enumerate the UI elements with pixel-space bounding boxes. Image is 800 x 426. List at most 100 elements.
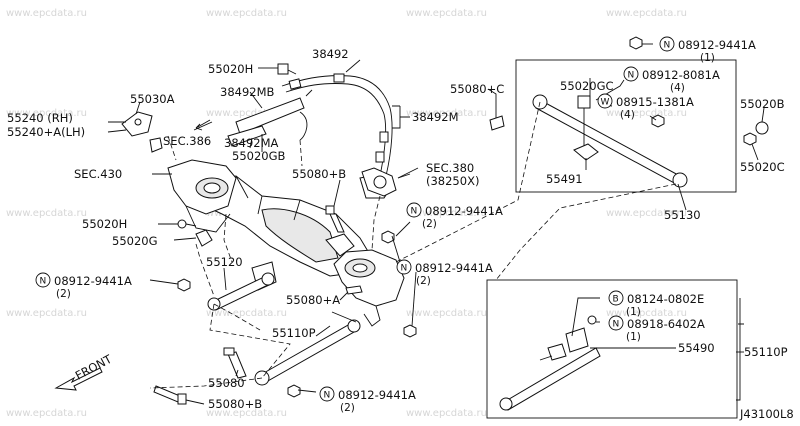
watermark: www.epcdata.ru bbox=[406, 408, 487, 419]
label-55130: 55130 bbox=[664, 208, 701, 222]
watermark: www.epcdata.ru bbox=[606, 108, 687, 119]
callout-part: 08912-9441A bbox=[338, 388, 416, 402]
watermark: www.epcdata.ru bbox=[6, 108, 87, 119]
callout-qty: (2) bbox=[340, 402, 355, 414]
label-sec430: SEC.430 bbox=[74, 167, 122, 181]
front-arrow: FRONT bbox=[54, 351, 115, 391]
callout-part: 08918-6402A bbox=[627, 317, 705, 331]
label-55020g: 55020G bbox=[112, 234, 158, 248]
differential-bracket bbox=[361, 167, 411, 197]
watermark: www.epcdata.ru bbox=[606, 308, 687, 319]
label-55080: 55080 bbox=[208, 376, 245, 390]
label-55020c: 55020C bbox=[740, 160, 785, 174]
phantom-lines bbox=[149, 101, 677, 389]
callout-part: 08912-8081A bbox=[642, 68, 720, 82]
watermark: www.epcdata.ru bbox=[206, 8, 287, 19]
callout-qty: (2) bbox=[416, 275, 431, 287]
nut bbox=[403, 324, 417, 338]
label-55080b-bottom: 55080+B bbox=[208, 397, 262, 411]
front-label: FRONT bbox=[73, 351, 115, 382]
nut bbox=[287, 384, 301, 398]
watermark: www.epcdata.ru bbox=[206, 408, 287, 419]
rear-suspension-member bbox=[167, 159, 405, 327]
label-sec380: SEC.380 bbox=[426, 161, 474, 175]
link-55120 bbox=[207, 272, 275, 311]
callout-qty: (4) bbox=[670, 82, 685, 94]
callout-symbol: B bbox=[613, 295, 619, 305]
label-38492m: 38492M bbox=[412, 110, 459, 124]
label-diagram-code: J43100L8 bbox=[739, 407, 794, 421]
inset-frame-lower bbox=[486, 279, 738, 419]
label-55020gc: 55020GC bbox=[560, 79, 614, 93]
callout-part: 08912-9441A bbox=[415, 261, 493, 275]
callout-08912-9441a: N 08912-9441A (1) bbox=[659, 36, 756, 64]
label-55120: 55120 bbox=[206, 255, 243, 269]
label-55020h-mid: 55020H bbox=[82, 217, 127, 231]
nut bbox=[381, 230, 395, 244]
label-55020b: 55020B bbox=[740, 97, 785, 111]
label-55020gb: 55020GB bbox=[232, 149, 285, 163]
watermark: www.epcdata.ru bbox=[6, 408, 87, 419]
label-55240-rh: 55240 (RH) bbox=[7, 111, 73, 125]
callouts: N 08912-9441A (1) N 08912-8081A (4) W 08… bbox=[35, 36, 756, 414]
callout-qty: (1) bbox=[700, 52, 715, 64]
label-38492mb: 38492MB bbox=[220, 85, 275, 99]
leader-lines bbox=[107, 43, 765, 405]
bracket-55240 bbox=[121, 111, 163, 153]
watermark: www.epcdata.ru bbox=[6, 308, 87, 319]
label-55240-lh: 55240+A(LH) bbox=[7, 125, 85, 139]
label-sec386: SEC.386 bbox=[163, 134, 211, 148]
callout-symbol: N bbox=[40, 277, 47, 287]
nut bbox=[177, 278, 191, 292]
watermark: www.epcdata.ru bbox=[206, 308, 287, 319]
callout-08912-8081a: N 08912-8081A (4) bbox=[623, 66, 720, 94]
callout-08915-1381a: W 08915-1381A (4) bbox=[597, 93, 694, 121]
callout-qty: (2) bbox=[422, 218, 437, 230]
label-55080b-mid: 55080+B bbox=[292, 167, 346, 181]
callout-08912-9441a: N 08912-9441A (2) bbox=[319, 386, 416, 414]
label-55110p-box: 55110P bbox=[744, 345, 788, 359]
watermark: www.epcdata.ru bbox=[606, 208, 687, 219]
watermark: www.epcdata.ru bbox=[6, 8, 87, 19]
callout-08124-0802e: B 08124-0802E (1) bbox=[608, 290, 704, 318]
watermark: www.epcdata.ru bbox=[406, 108, 487, 119]
callout-qty: (2) bbox=[56, 288, 71, 300]
label-55080a: 55080+A bbox=[286, 293, 340, 307]
sec386-arrow bbox=[193, 121, 213, 131]
watermark: www.epcdata.ru bbox=[406, 208, 487, 219]
callout-part: 08915-1381A bbox=[616, 95, 694, 109]
label-38492: 38492 bbox=[312, 47, 349, 61]
link-55490 bbox=[499, 315, 601, 411]
callout-08912-9441a: N 08912-9441A (2) bbox=[35, 272, 132, 300]
part-labels: 38492 55020H 55030A 38492MB 38492M 55240… bbox=[7, 47, 794, 421]
link-55130 bbox=[489, 36, 769, 188]
link-55110p bbox=[254, 311, 361, 386]
harness-38492 bbox=[281, 73, 393, 177]
label-38492ma: 38492MA bbox=[224, 136, 279, 150]
watermark: www.epcdata.ru bbox=[406, 308, 487, 319]
callout-symbol: N bbox=[401, 264, 408, 274]
label-55020h-top: 55020H bbox=[208, 62, 253, 76]
inset-frame-upper bbox=[515, 59, 737, 193]
label-55080c: 55080+C bbox=[450, 82, 504, 96]
callout-qty: (4) bbox=[620, 109, 635, 121]
label-55491: 55491 bbox=[546, 172, 583, 186]
harness-38492mb bbox=[227, 89, 313, 147]
callout-symbol: N bbox=[411, 207, 418, 217]
clamp-55020g bbox=[195, 229, 213, 247]
callout-symbol: N bbox=[324, 391, 331, 401]
watermark: www.epcdata.ru bbox=[206, 108, 287, 119]
callout-qty: (1) bbox=[626, 306, 641, 318]
callout-part: 08912-9441A bbox=[678, 38, 756, 52]
bolt-55080 bbox=[223, 347, 247, 379]
watermark: www.epcdata.ru bbox=[406, 8, 487, 19]
label-55490: 55490 bbox=[678, 341, 715, 355]
bolt-55020h-top bbox=[272, 63, 297, 75]
watermark: www.epcdata.ru bbox=[6, 208, 87, 219]
callout-part: 08912-9441A bbox=[425, 204, 503, 218]
bolt-55080b-mid bbox=[325, 205, 345, 233]
bolt-55080a bbox=[345, 285, 363, 295]
label-55030a: 55030A bbox=[130, 92, 175, 106]
label-sec380-sub: (38250X) bbox=[426, 174, 479, 188]
